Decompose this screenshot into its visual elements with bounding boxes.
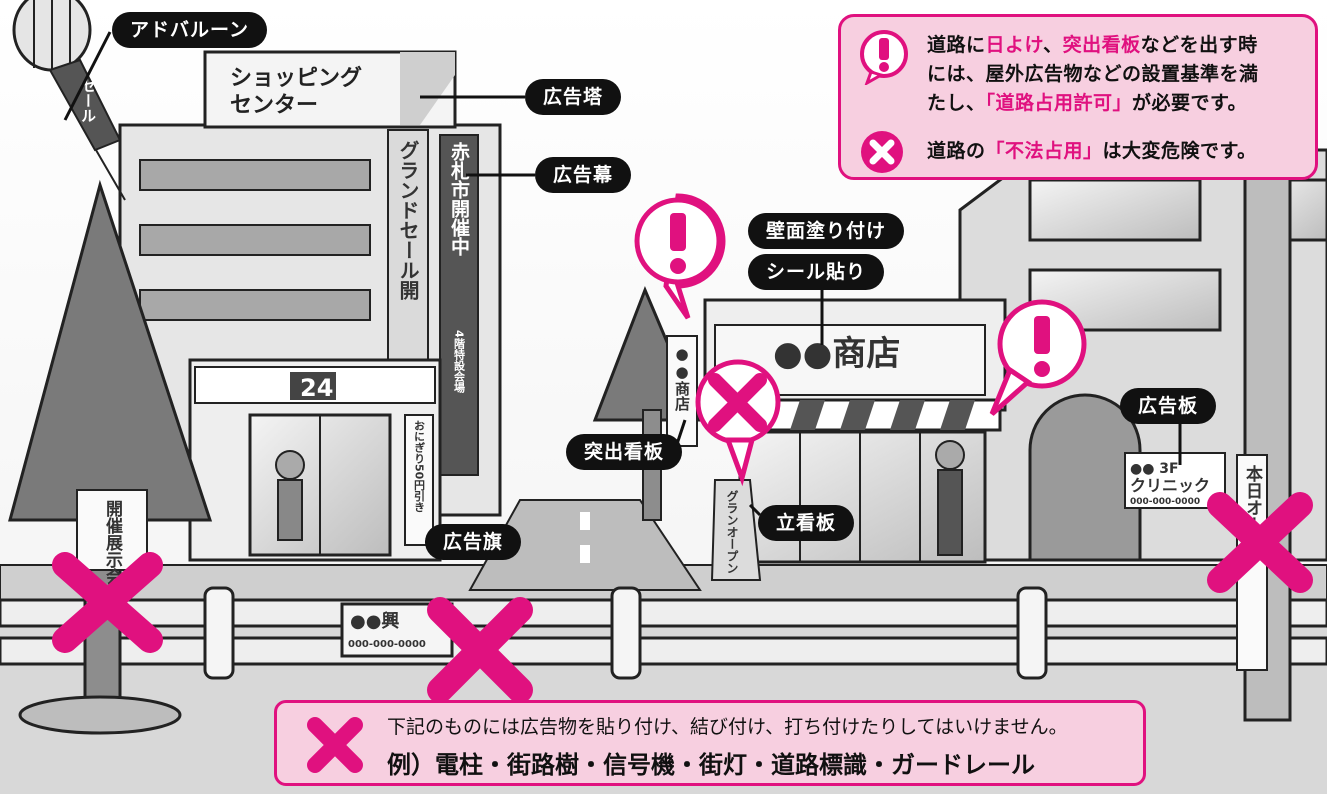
city-event-banner: 赤札市開催中 xyxy=(448,142,471,257)
prohibited-x-guardrail xyxy=(427,597,533,703)
onigiri-flag: おにぎり50円引き xyxy=(413,420,426,513)
label-standing-sign: 立看板 xyxy=(758,505,855,541)
shop-name-sign: ●●商店 xyxy=(773,334,900,374)
prohibit-x-icon xyxy=(307,717,363,773)
notice-line-3: たし、「道路占用許可」が必要です。 xyxy=(927,92,1248,114)
label-ad-curtain: 広告幕 xyxy=(535,157,632,193)
standing-sign-text: グランオープン xyxy=(725,489,739,574)
convenience-store xyxy=(188,358,442,562)
warning-bubble-right xyxy=(989,299,1087,416)
warning-bubble-left xyxy=(634,193,726,320)
road-occupancy-notice: 道路に日よけ、突出看板などを出す時 には、屋外広告物などの設置基準を満 たし、「… xyxy=(838,14,1318,180)
notice-line-1: 道路に日よけ、突出看板などを出す時 xyxy=(927,34,1258,56)
people xyxy=(275,440,965,556)
exclamation-icon xyxy=(860,30,908,85)
label-sticker: シール貼り xyxy=(748,254,885,290)
balloon-sale-text: セール xyxy=(79,78,97,123)
store-24-sign: 24 xyxy=(300,374,333,402)
venue-banner: 4階特設会場 xyxy=(453,330,466,393)
label-billboard: 広告板 xyxy=(1120,388,1217,424)
prohibition-examples: 例）電柱・街路樹・信号機・街灯・道路標識・ガードレール xyxy=(387,751,1035,779)
label-ad-balloon: アドバルーン xyxy=(112,12,268,48)
clinic-sign-top: ●● 3F xyxy=(1130,461,1179,477)
fence-sign-top: ●●興 xyxy=(350,610,399,632)
label-leaders xyxy=(63,31,1182,544)
shopping-center-sign-line2: センター xyxy=(230,93,318,118)
prohibited-x-tree xyxy=(52,552,163,653)
standing-sign-board xyxy=(710,479,762,581)
left-tree xyxy=(8,179,213,735)
prohibit-icon xyxy=(861,131,903,173)
ad-balloon xyxy=(12,0,126,201)
notice-line-4: 道路の「不法占用」は大変危険です。 xyxy=(927,140,1257,162)
fence-sign-phone: 000-000-0000 xyxy=(348,639,426,650)
label-ad-flag: 広告旗 xyxy=(425,524,522,560)
label-ad-tower: 広告塔 xyxy=(525,79,622,115)
prohibited-x-pole xyxy=(1207,492,1313,593)
label-protruding-sign: 突出看板 xyxy=(566,434,683,470)
clinic-sign-name: クリニック xyxy=(1130,476,1210,495)
grand-sale-banner: グランドセール開 xyxy=(396,140,420,301)
prohibition-notice: 下記のものには広告物を貼り付け、結び付け、打ち付けたりしてはいけません。 例）電… xyxy=(274,700,1146,786)
vertical-shop-sign: ●●商店 xyxy=(673,345,691,412)
prohibition-line-1: 下記のものには広告物を貼り付け、結び付け、打ち付けたりしてはいけません。 xyxy=(387,716,1068,738)
clinic-sign-phone: 000-000-0000 xyxy=(1130,497,1200,507)
exhibition-sign: 開催展示会 xyxy=(102,500,123,586)
notice-line-2: には、屋外広告物などの設置基準を満 xyxy=(927,63,1259,85)
shopping-center-sign-line1: ショッピング xyxy=(230,65,362,91)
label-wall-paint: 壁面塗り付け xyxy=(748,213,905,249)
clinic-billboard xyxy=(1124,452,1226,509)
prohibit-bubble xyxy=(695,359,781,487)
